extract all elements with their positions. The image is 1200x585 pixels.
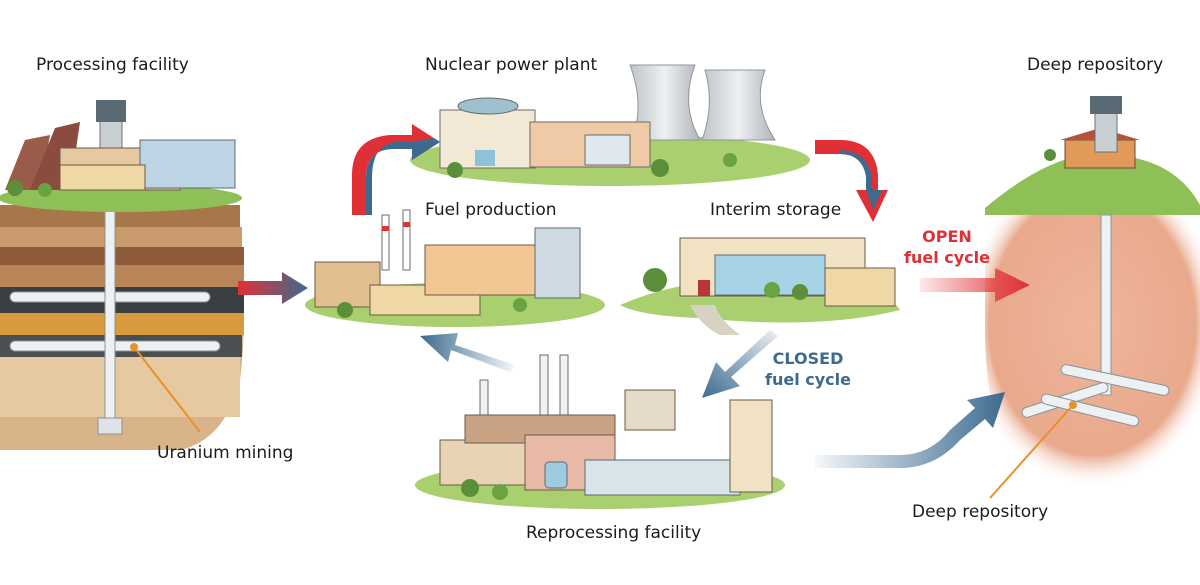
closed-cycle-title: CLOSED: [772, 349, 844, 368]
open-cycle-title: OPEN: [922, 227, 972, 246]
storage-to-reprocessing-arrow: [702, 330, 778, 398]
reprocessing-facility-illustration: [415, 354, 785, 509]
nuclear-power-plant-label: Nuclear power plant: [425, 55, 598, 75]
interim-storage-illustration: [620, 237, 900, 335]
reprocessing-to-repository-arrow: [815, 392, 1005, 468]
closed-cycle-subtitle: fuel cycle: [765, 370, 851, 389]
interim-storage-label: Interim storage: [710, 200, 842, 220]
open-cycle-subtitle: fuel cycle: [904, 248, 990, 267]
mining-to-fuel-arrow: [238, 272, 308, 304]
processing-facility-label: Processing facility: [36, 55, 189, 75]
reprocessing-facility-label: Reprocessing facility: [526, 523, 702, 543]
deep-repository-illustration: [985, 96, 1200, 488]
reprocessing-to-fuel-arrow: [420, 333, 515, 372]
mine-cross-section: [0, 184, 244, 450]
open-cycle-arrow: [920, 268, 1030, 302]
fuel-production-illustration: [305, 209, 605, 327]
deep-repository-top-label: Deep repository: [1027, 55, 1164, 75]
fuel-production-label: Fuel production: [425, 200, 557, 220]
fuel-to-plant-arrow: [352, 124, 440, 215]
plant-to-storage-arrow: [815, 140, 888, 222]
uranium-mining-pointer: [130, 343, 201, 433]
deep-repository-pointer: [989, 401, 1077, 499]
nuclear-power-plant-illustration: [410, 64, 810, 186]
deep-repository-bottom-label: Deep repository: [912, 502, 1049, 522]
uranium-mining-label: Uranium mining: [157, 443, 294, 463]
closed-fuel-cycle-label: CLOSED fuel cycle: [758, 348, 858, 390]
processing-facility-illustration: [5, 100, 236, 197]
open-fuel-cycle-label: OPEN fuel cycle: [902, 226, 992, 268]
